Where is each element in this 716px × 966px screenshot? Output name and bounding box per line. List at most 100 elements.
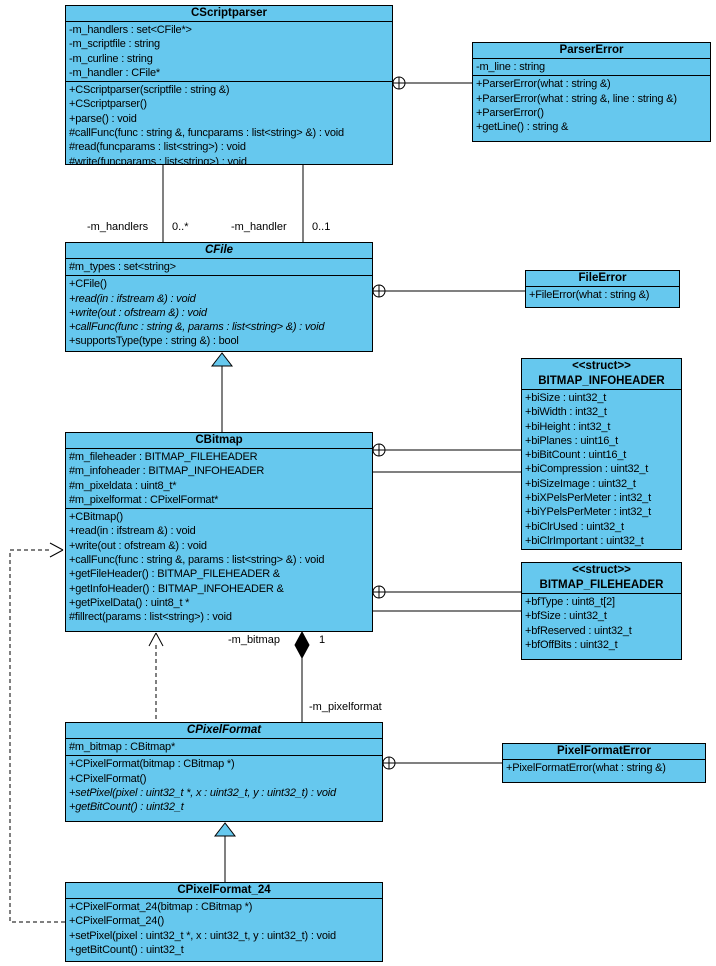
class-member: +setPixel(pixel : uint32_t *, x : uint32… bbox=[69, 786, 336, 799]
class-member: +CBitmap() bbox=[69, 511, 123, 524]
class-member: +CScriptparser(scriptfile : string &) bbox=[69, 84, 230, 97]
class-title: CBitmap bbox=[66, 433, 372, 449]
class-member: -m_handler : CFile* bbox=[69, 66, 160, 79]
class-member: #m_pixeldata : uint8_t* bbox=[69, 479, 177, 492]
class-member: +read(in : ifstream &) : void bbox=[69, 525, 196, 538]
dependency-cpixelformat-cbitmap[interactable] bbox=[148, 632, 164, 722]
class-member: +callFunc(func : string &, params : list… bbox=[69, 321, 325, 334]
stereotype-label: <<struct>> bbox=[572, 564, 631, 576]
class-attributes: #m_bitmap : CBitmap* bbox=[66, 739, 382, 757]
class-attributes: -m_line : string bbox=[473, 59, 710, 77]
anchor-cpixelformat-pixelformaterror[interactable] bbox=[382, 756, 502, 770]
class-methods: +PixelFormatError(what : string &) bbox=[503, 760, 705, 776]
class-methods: +ParserError(what : string &)+ParserErro… bbox=[473, 76, 710, 135]
struct-bitmap-infoheader[interactable]: <<struct>> BITMAP_INFOHEADER +biSize : u… bbox=[521, 358, 682, 550]
class-methods: +CPixelFormat_24(bitmap : CBitmap *)+CPi… bbox=[66, 899, 382, 958]
class-fileerror[interactable]: FileError +FileError(what : string &) bbox=[525, 270, 680, 308]
class-member: +write(out : ofstream &) : void bbox=[69, 306, 207, 319]
class-methods: +FileError(what : string &) bbox=[526, 287, 679, 303]
class-cbitmap[interactable]: CBitmap #m_fileheader : BITMAP_FILEHEADE… bbox=[65, 432, 373, 632]
multiplicity-label: 1 bbox=[319, 634, 326, 646]
role-label-m-handler: -m_handler bbox=[231, 221, 287, 233]
class-cpixelformat[interactable]: CPixelFormat #m_bitmap : CBitmap* +CPixe… bbox=[65, 722, 383, 822]
class-member: +getBitCount() : uint32_t bbox=[69, 943, 184, 956]
class-pixelformaterror[interactable]: PixelFormatError +PixelFormatError(what … bbox=[502, 743, 706, 783]
class-member: +CFile() bbox=[69, 278, 107, 291]
class-cscriptparser[interactable]: CScriptparser -m_handlers : set<CFile*> -… bbox=[65, 5, 393, 165]
class-cpixelformat-24[interactable]: CPixelFormat_24 +CPixelFormat_24(bitmap … bbox=[65, 882, 383, 962]
class-member: +biYPelsPerMeter : int32_t bbox=[525, 506, 651, 519]
class-member: +biBitCount : uint16_t bbox=[525, 449, 627, 462]
class-member: +ParserError(what : string &) bbox=[476, 78, 611, 91]
class-member: #fillrect(params : list<string>) : void bbox=[69, 611, 232, 624]
class-member: +read(in : ifstream &) : void bbox=[69, 292, 196, 305]
class-member: +CPixelFormat_24() bbox=[69, 915, 165, 928]
class-member: #callFunc(func : string &, funcparams : … bbox=[69, 127, 344, 140]
class-member: +biWidth : int32_t bbox=[525, 406, 607, 419]
class-title: CScriptparser bbox=[66, 6, 392, 22]
class-member: +ParserError(what : string &, line : str… bbox=[476, 92, 677, 105]
struct-name: BITMAP_INFOHEADER bbox=[538, 375, 665, 387]
class-member: +parse() : void bbox=[69, 112, 137, 125]
class-member: +CPixelFormat(bitmap : CBitmap *) bbox=[69, 758, 235, 771]
class-member: +ParserError() bbox=[476, 106, 544, 119]
class-member: +CScriptparser() bbox=[69, 98, 147, 111]
class-member: #read(funcparams : list<string>) : void bbox=[69, 141, 246, 154]
class-attributes: #m_fileheader : BITMAP_FILEHEADER #m_info… bbox=[66, 449, 372, 510]
composition-cbitmap-cpixelformat[interactable] bbox=[294, 630, 310, 722]
class-member: +FileError(what : string &) bbox=[529, 289, 650, 301]
class-parsererror[interactable]: ParserError -m_line : string +ParserErro… bbox=[472, 42, 711, 142]
class-cfile[interactable]: CFile #m_types : set<string> +CFile()+re… bbox=[65, 242, 373, 352]
class-member: -m_line : string bbox=[476, 61, 545, 73]
class-member: +PixelFormatError(what : string &) bbox=[506, 762, 666, 774]
dependency-cpixelformat24-cbitmap[interactable] bbox=[9, 542, 65, 923]
class-member: +bfReserved : uint32_t bbox=[525, 624, 632, 637]
class-member: +write(out : ofstream &) : void bbox=[69, 539, 207, 552]
class-member: +callFunc(func : string &, params : list… bbox=[69, 554, 325, 567]
struct-bitmap-fileheader[interactable]: <<struct>> BITMAP_FILEHEADER +bfType : u… bbox=[521, 562, 682, 660]
class-title: FileError bbox=[526, 271, 679, 287]
class-member: +biXPelsPerMeter : int32_t bbox=[525, 492, 651, 505]
class-member: #m_infoheader : BITMAP_INFOHEADER bbox=[69, 465, 265, 478]
stereotype-label: <<struct>> bbox=[572, 360, 631, 372]
class-title: <<struct>> BITMAP_INFOHEADER bbox=[522, 359, 681, 390]
class-member: +biSizeImage : uint32_t bbox=[525, 477, 636, 490]
class-member: +bfSize : uint32_t bbox=[525, 610, 607, 623]
role-label-m-handlers: -m_handlers bbox=[87, 221, 149, 233]
class-member: +getFileHeader() : BITMAP_FILEHEADER & bbox=[69, 568, 280, 581]
class-member: +bfType : uint8_t[2] bbox=[525, 596, 615, 608]
class-member: +biHeight : int32_t bbox=[525, 420, 611, 433]
class-methods: +CFile()+read(in : ifstream &) : void+wr… bbox=[66, 276, 372, 349]
class-member: -m_scriptfile : string bbox=[69, 38, 160, 51]
struct-name: BITMAP_FILEHEADER bbox=[539, 579, 664, 591]
class-member: +supportsType(type : string &) : bool bbox=[69, 335, 239, 348]
generalization-cbitmap-cfile[interactable] bbox=[210, 352, 234, 432]
multiplicity-label: 0..* bbox=[172, 221, 189, 233]
role-label-m-pixelformat: -m_pixelformat bbox=[309, 701, 382, 713]
class-member: #m_bitmap : CBitmap* bbox=[69, 741, 176, 753]
class-member: -m_handlers : set<CFile*> bbox=[69, 24, 192, 36]
class-member: +CPixelFormat() bbox=[69, 772, 147, 785]
class-title: PixelFormatError bbox=[503, 744, 705, 760]
class-title: <<struct>> BITMAP_FILEHEADER bbox=[522, 563, 681, 594]
class-methods: +CPixelFormat(bitmap : CBitmap *)+CPixel… bbox=[66, 756, 382, 815]
generalization-cpixelformat24-cpixelformat[interactable] bbox=[213, 822, 237, 882]
anchor-cfile-fileerror[interactable] bbox=[372, 284, 525, 298]
anchor-cbitmap-infoheader[interactable] bbox=[372, 443, 521, 457]
class-member: +getInfoHeader() : BITMAP_INFOHEADER & bbox=[69, 582, 284, 595]
role-label-m-bitmap: -m_bitmap bbox=[228, 634, 280, 646]
anchor-cscriptparser-parsererror[interactable] bbox=[392, 76, 472, 90]
multiplicity-label: 0..1 bbox=[312, 221, 331, 233]
class-title: ParserError bbox=[473, 43, 710, 59]
anchor-cbitmap-fileheader[interactable] bbox=[372, 585, 521, 599]
class-member: +getPixelData() : uint8_t * bbox=[69, 596, 190, 609]
class-member: #write(funcparams : list<string>) : void bbox=[69, 155, 247, 165]
class-member: +getBitCount() : uint32_t bbox=[69, 801, 184, 814]
class-member: #m_fileheader : BITMAP_FILEHEADER bbox=[69, 451, 258, 463]
class-methods: +CScriptparser(scriptfile : string &)+CS… bbox=[66, 82, 392, 165]
class-member: +biCompression : uint32_t bbox=[525, 463, 649, 476]
class-member: #m_pixelformat : CPixelFormat* bbox=[69, 493, 219, 506]
class-attributes: +bfType : uint8_t[2] +bfSize : uint32_t+b… bbox=[522, 594, 681, 653]
class-methods: +CBitmap()+read(in : ifstream &) : void+… bbox=[66, 509, 372, 625]
